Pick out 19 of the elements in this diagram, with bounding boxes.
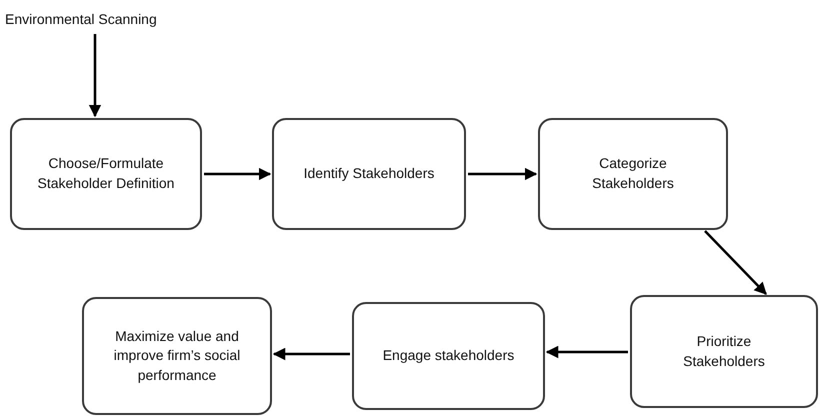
process-box — [630, 295, 818, 408]
arrow — [468, 168, 538, 180]
step-text: Maximize value and improve firm’s social performance — [112, 326, 242, 385]
arrow — [546, 346, 628, 358]
arrow — [704, 230, 767, 295]
step-text: Choose/Formulate Stakeholder Definition — [36, 154, 176, 193]
arrow — [204, 168, 272, 180]
step-text: Categorize Stakeholders — [591, 154, 675, 193]
process-box — [272, 118, 466, 230]
process-box — [82, 297, 272, 415]
step-text: Identify Stakeholders — [304, 164, 434, 184]
process-box — [538, 118, 728, 230]
step-text: Environmental Scanning — [5, 10, 157, 30]
process-box — [10, 118, 202, 230]
arrow — [272, 348, 350, 360]
arrow — [88, 34, 102, 118]
process-box — [352, 302, 545, 410]
step-text: Prioritize Stakeholders — [682, 332, 766, 370]
step-text: Engage stakeholders — [382, 346, 514, 366]
